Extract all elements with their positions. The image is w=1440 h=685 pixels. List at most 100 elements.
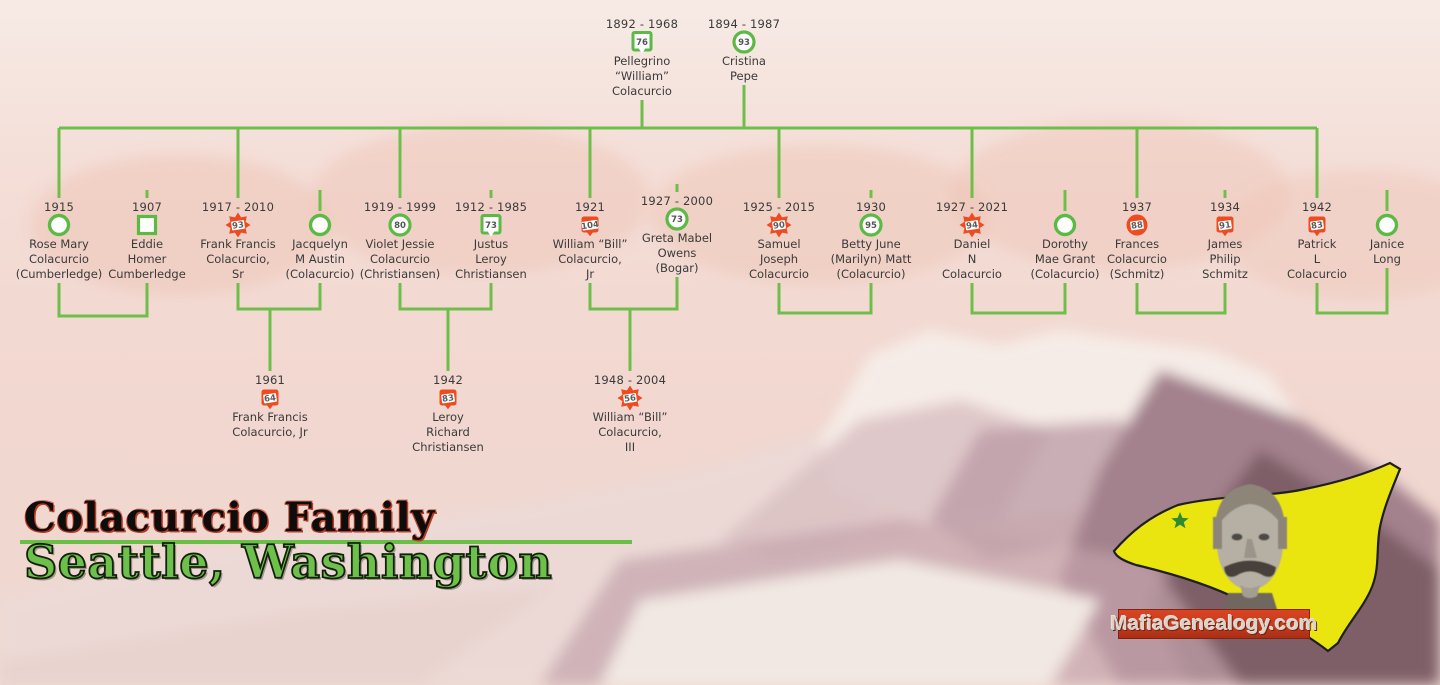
person-name-line: (Marilyn) Matt: [830, 252, 912, 266]
squarepin-green-marker-icon: 73: [478, 212, 504, 238]
person-name-line: Mae Grant: [1034, 252, 1096, 266]
person-name-line: William “Bill”: [552, 237, 628, 251]
svg-text:94: 94: [966, 220, 979, 232]
svg-text:88: 88: [1131, 220, 1144, 232]
square-green-marker-icon: [134, 212, 160, 238]
person-name-line: (Bogar): [655, 261, 699, 275]
svg-text:93: 93: [232, 220, 245, 232]
person-name-line: Colacurcio: [942, 267, 1002, 281]
person-name-line: Leroy: [432, 410, 464, 424]
person-name-line: Jacquelyn: [292, 237, 348, 251]
person-name-line: Greta Mabel: [641, 231, 713, 245]
person-dates: 1907: [131, 200, 163, 214]
person-dates: 1961: [254, 373, 286, 387]
person-dates: 1948 - 2004: [593, 373, 667, 387]
burst-orange-marker-icon: 90: [766, 212, 792, 238]
svg-text:80: 80: [394, 221, 406, 231]
svg-text:95: 95: [865, 221, 877, 231]
person-name-line: Cumberledge: [108, 267, 186, 281]
burst-orange-marker-icon: 94: [959, 212, 985, 238]
person-name-line: Frank Francis: [232, 410, 308, 424]
person-name-line: Leroy: [475, 252, 507, 266]
person-name-line: Colacurcio,: [558, 252, 622, 266]
person-name-line: (Colacurcio): [1030, 267, 1100, 281]
person-name-line: William “Bill”: [592, 410, 668, 424]
person-name-line: Patrick: [1297, 237, 1337, 251]
person-name-line: Colacurcio, Jr: [232, 425, 308, 439]
person-name-line: Eddie: [130, 237, 164, 251]
circle-green-marker-icon: [1052, 212, 1078, 238]
person-dates: 1942: [1301, 200, 1333, 214]
person-name: Betty June(Marilyn) Matt(Colacurcio): [811, 237, 931, 282]
pin-orange-marker-icon: 83: [1304, 212, 1330, 238]
person-name-line: Schmitz: [1202, 267, 1248, 281]
person-dates: 1917 - 2010: [201, 200, 275, 214]
person-name-line: N: [967, 252, 977, 266]
person-name-line: Colacurcio,: [206, 252, 270, 266]
person-name: William “Bill”Colacurcio,Jr: [530, 237, 650, 282]
person-name-line: (Colacurcio): [836, 267, 906, 281]
svg-text:56: 56: [624, 393, 637, 405]
burst-orange-marker-icon: 93: [225, 212, 251, 238]
page-title: Colacurcio Family: [24, 494, 435, 541]
svg-text:90: 90: [773, 220, 786, 232]
person-name-line: Christiansen: [412, 440, 484, 454]
svg-text:83: 83: [1311, 220, 1324, 232]
person-dates: 1930: [855, 200, 887, 214]
circle-green-num-marker-icon: 95: [858, 212, 884, 238]
person-name-line: Betty June: [841, 237, 901, 251]
person-dates: 1921: [574, 200, 606, 214]
pin-orange-marker-icon: 104: [577, 212, 603, 238]
person-dates: 1915: [43, 200, 75, 214]
person-name: Pellegrino“William”Colacurcio: [582, 54, 702, 99]
circle-green-num-marker-icon: 93: [731, 29, 757, 55]
person-dates: 1942: [432, 373, 464, 387]
circle-green-marker-icon: [1374, 212, 1400, 238]
person-name-line: Cristina: [722, 54, 766, 68]
person-name-line: Owens: [657, 246, 697, 260]
person-name-line: Frances: [1114, 237, 1160, 251]
pin-orange-marker-icon: 91: [1212, 212, 1238, 238]
person-name-line: Joseph: [759, 252, 799, 266]
person-name-line: Justus: [473, 237, 509, 251]
svg-text:83: 83: [442, 393, 455, 405]
svg-text:93: 93: [738, 38, 750, 48]
sicily-star-icon: [1171, 512, 1189, 529]
mafiagenealogy-banner[interactable]: MafiaGenealogy.com: [1110, 609, 1317, 639]
svg-text:91: 91: [1219, 220, 1232, 232]
person-name: William “Bill”Colacurcio,III: [570, 410, 690, 455]
